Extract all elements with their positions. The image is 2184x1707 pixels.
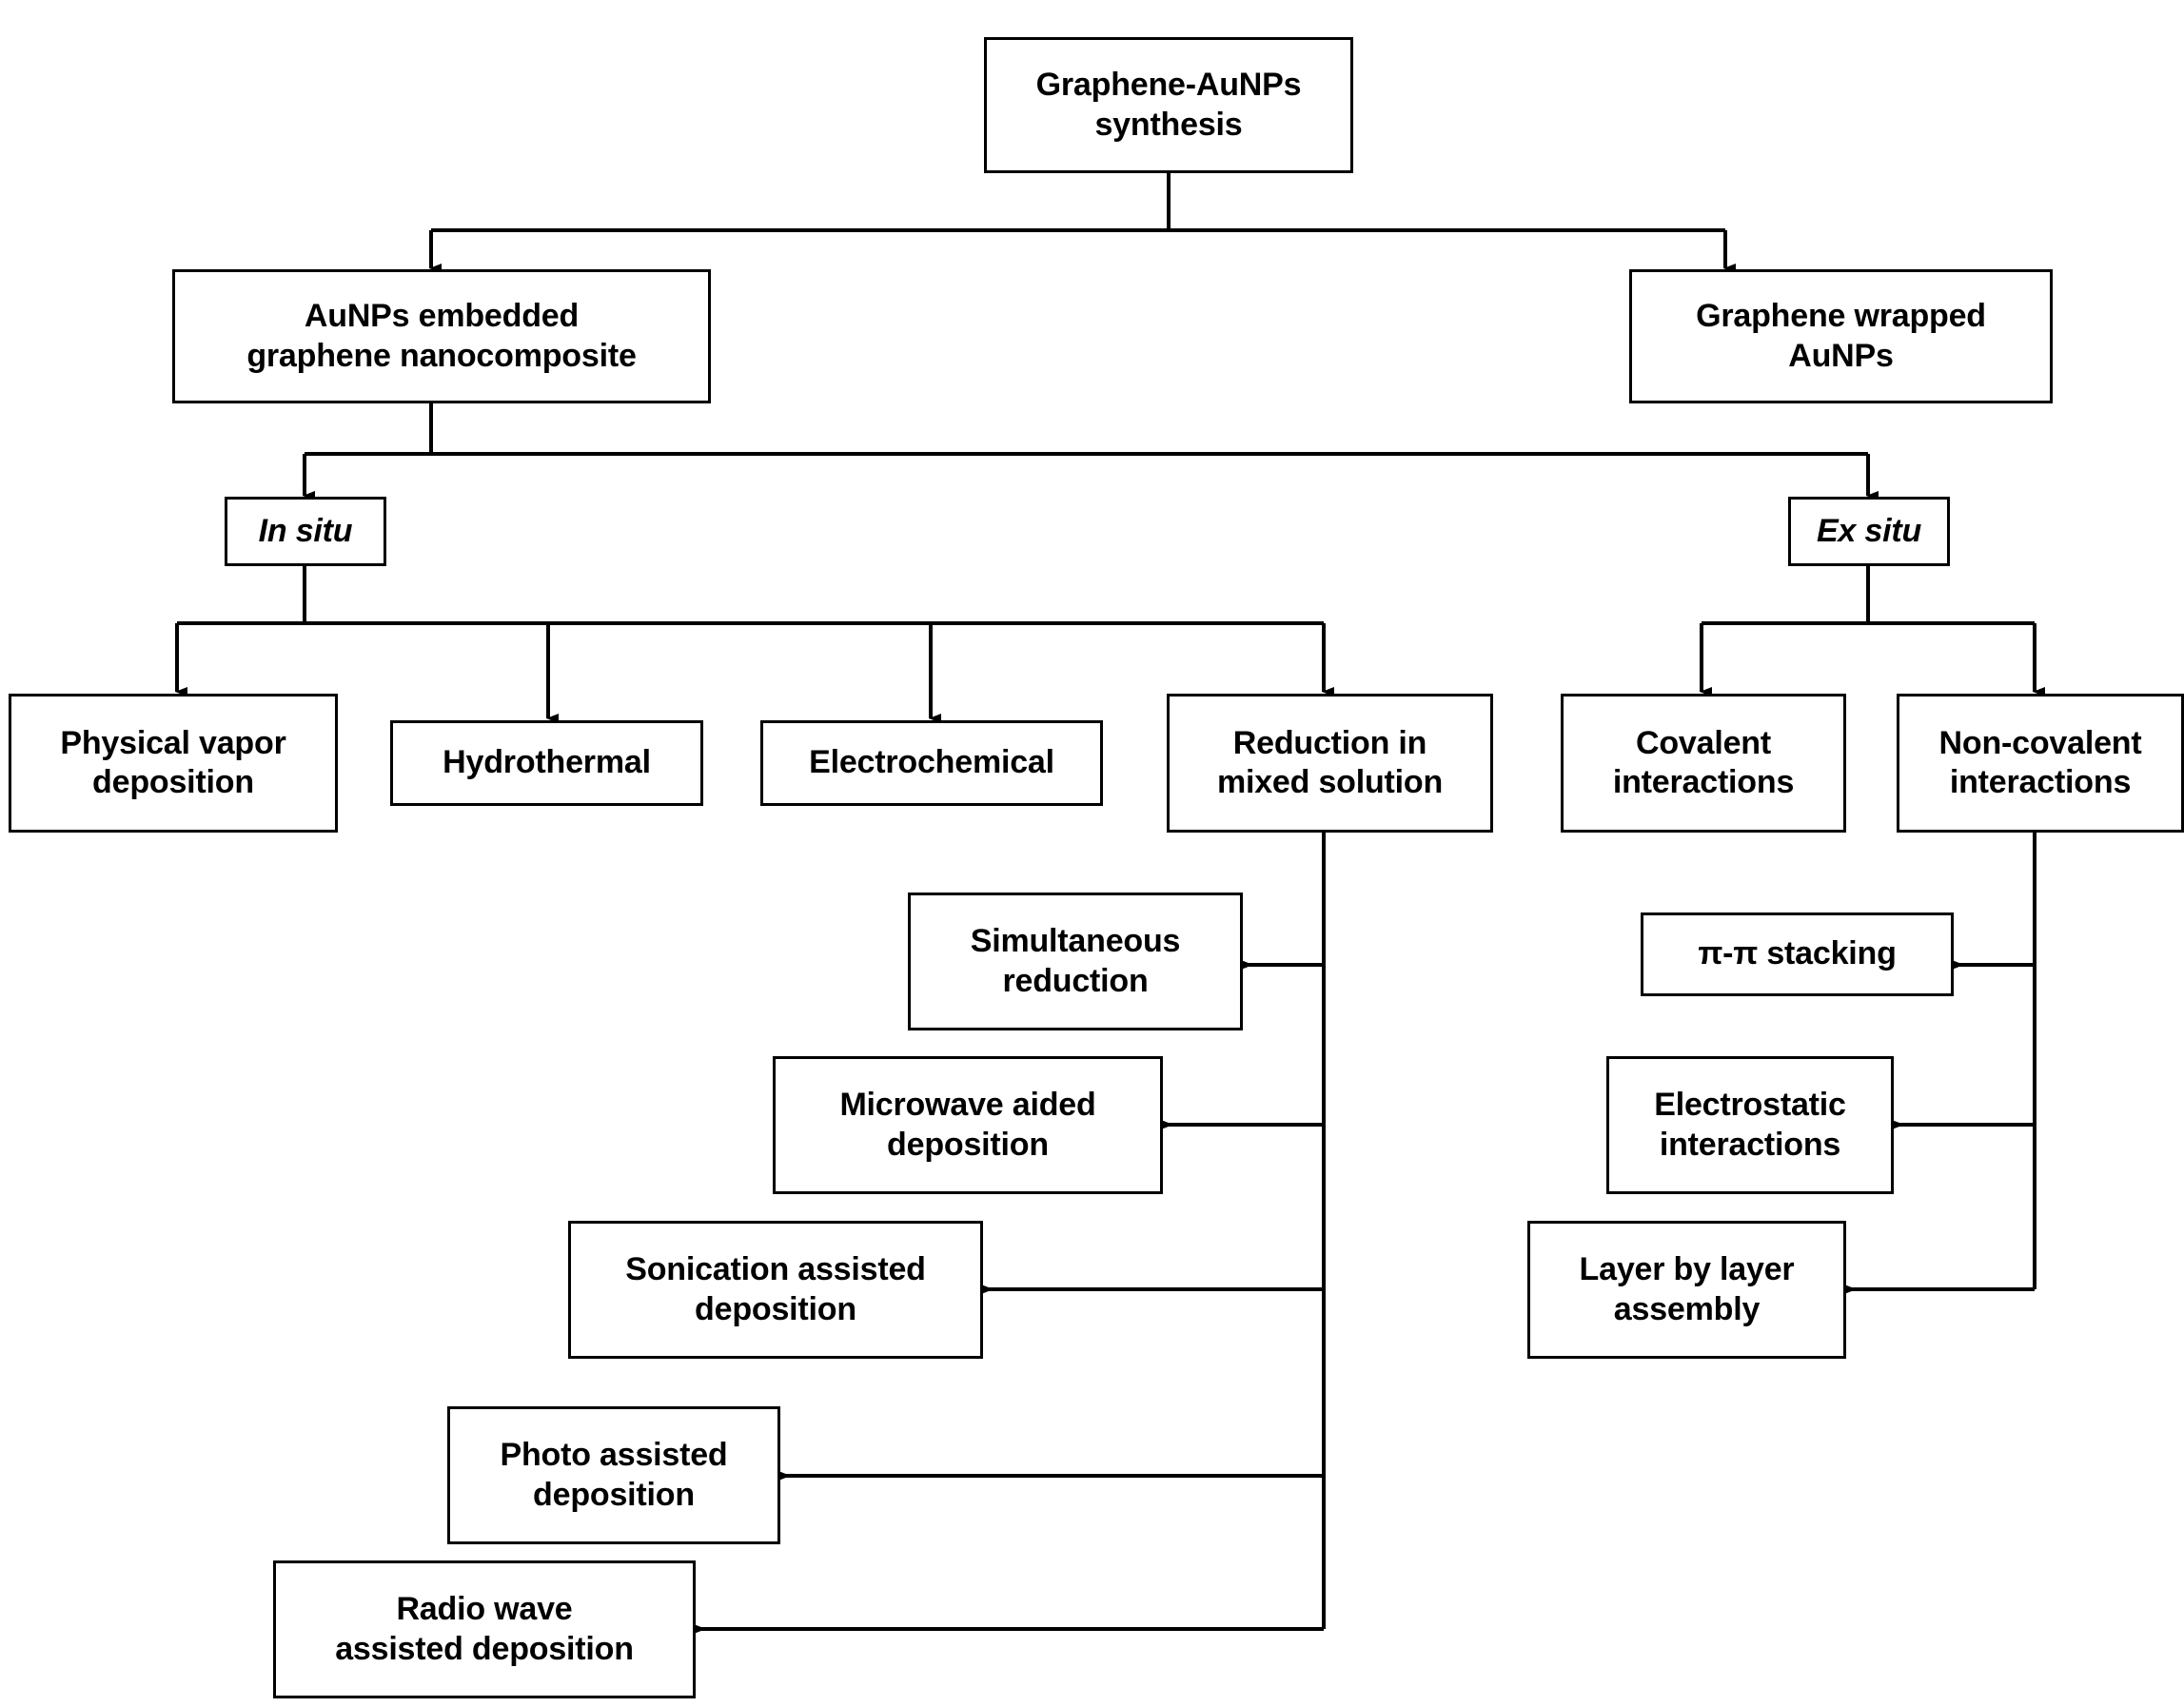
node-label: Sonication assisted deposition [625,1251,926,1327]
node-label: Reduction in mixed solution [1216,724,1444,800]
node-label: In situ [258,512,353,549]
node-microwave-aided-deposition[interactable]: Microwave aided deposition [773,1056,1163,1194]
node-label: Simultaneous reduction [970,923,1181,999]
node-ex-situ[interactable]: Ex situ [1788,497,1950,566]
node-label: Ex situ [1816,512,1922,549]
node-pi-pi-stacking[interactable]: π-π stacking [1641,912,1954,996]
node-label: Layer by layer assembly [1579,1251,1795,1327]
node-label: Electrochemical [809,744,1054,781]
node-label: Graphene wrapped AuNPs [1696,298,1986,374]
node-label: Non-covalent interactions [1938,724,2142,800]
node-hydrothermal[interactable]: Hydrothermal [390,720,703,806]
node-label: Microwave aided deposition [839,1087,1096,1163]
node-label: Electrostatic interactions [1654,1087,1846,1163]
node-physical-vapor-deposition[interactable]: Physical vapor deposition [9,694,338,833]
node-non-covalent-interactions[interactable]: Non-covalent interactions [1897,694,2184,833]
node-electrostatic-interactions[interactable]: Electrostatic interactions [1606,1056,1894,1194]
node-label: Graphene-AuNPs synthesis [1035,67,1302,143]
node-label: Covalent interactions [1612,724,1795,800]
node-simultaneous-reduction[interactable]: Simultaneous reduction [908,893,1243,1030]
node-in-situ[interactable]: In situ [225,497,386,566]
node-covalent-interactions[interactable]: Covalent interactions [1561,694,1846,833]
node-label: π-π stacking [1698,935,1897,972]
node-label: Photo assisted deposition [500,1437,728,1513]
node-aunps-embedded-graphene-nanocomposite[interactable]: AuNPs embedded graphene nanocomposite [172,269,711,403]
node-graphene-wrapped-aunps[interactable]: Graphene wrapped AuNPs [1629,269,2053,403]
node-photo-assisted-deposition[interactable]: Photo assisted deposition [447,1406,780,1544]
node-label: Hydrothermal [443,744,651,781]
node-label: AuNPs embedded graphene nanocomposite [246,298,637,374]
node-layer-by-layer-assembly[interactable]: Layer by layer assembly [1527,1221,1846,1359]
node-radio-wave-assisted-deposition[interactable]: Radio wave assisted deposition [273,1560,696,1698]
node-sonication-assisted-deposition[interactable]: Sonication assisted deposition [568,1221,983,1359]
node-graphene-aunps-synthesis[interactable]: Graphene-AuNPs synthesis [984,37,1353,173]
node-label: Physical vapor deposition [60,724,286,800]
node-label: Radio wave assisted deposition [335,1591,634,1667]
node-reduction-in-mixed-solution[interactable]: Reduction in mixed solution [1167,694,1493,833]
node-electrochemical[interactable]: Electrochemical [760,720,1103,806]
